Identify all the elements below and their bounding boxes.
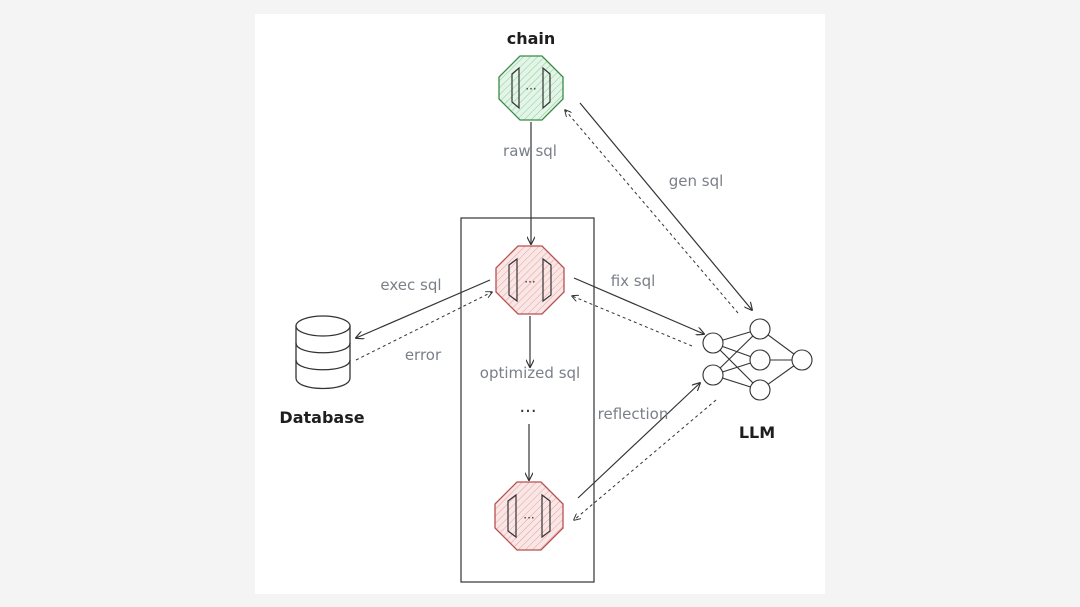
gen-sql-return-arrow — [565, 110, 739, 314]
reflection-return-arrow — [574, 399, 717, 520]
database-icon — [295, 315, 351, 390]
fix-sql-return-arrow — [572, 296, 693, 347]
reflection-label: reflection — [598, 405, 669, 423]
chain-node-dots: ··· — [525, 82, 536, 96]
llm-label: LLM — [739, 423, 775, 442]
reflection-arrow — [577, 383, 700, 499]
exec-sql-arrow — [356, 279, 491, 338]
raw-sql-label: raw sql — [503, 142, 557, 160]
error-arrow — [355, 292, 492, 361]
reflection-node: ··· — [494, 481, 564, 551]
reflection-node-dots: ··· — [523, 511, 534, 525]
gen-sql-arrow — [579, 102, 752, 310]
llm-icon — [702, 318, 813, 401]
fix-sql-arrow — [573, 277, 704, 334]
database-label: Database — [279, 408, 364, 427]
fix-node: ··· — [495, 245, 565, 315]
chain-node: ··· — [498, 55, 564, 121]
fix-sql-label: fix sql — [611, 272, 656, 290]
ellipsis: ... — [519, 396, 536, 417]
error-label: error — [405, 346, 442, 364]
optimized-sql-label: optimized sql — [480, 364, 580, 382]
fix-node-dots: ··· — [524, 275, 535, 289]
gen-sql-label: gen sql — [669, 172, 724, 190]
chain-title: chain — [507, 29, 556, 48]
pipeline-container — [460, 217, 595, 583]
exec-sql-label: exec sql — [380, 276, 441, 294]
